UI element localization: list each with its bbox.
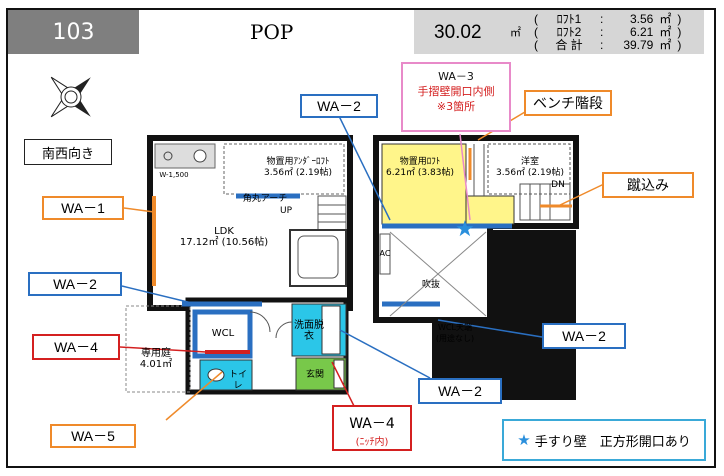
breakdown-label: 合 計 bbox=[555, 38, 583, 52]
unit-number: 103 bbox=[8, 10, 139, 54]
breakdown-unit: ㎡ bbox=[659, 25, 672, 39]
callout-kick: 蹴込み bbox=[602, 172, 694, 198]
breakdown-value: 39.79 bbox=[623, 38, 654, 52]
wa3-line2: ※3箇所 bbox=[436, 100, 476, 113]
up-label: UP bbox=[279, 206, 292, 216]
callout-wa2-left: WA－2 bbox=[28, 272, 122, 296]
compass-icon bbox=[50, 76, 91, 118]
star-icon: ★ bbox=[517, 431, 531, 449]
breakdown-unit: ㎡ bbox=[659, 12, 672, 26]
callout-wa1: WA－1 bbox=[42, 196, 124, 220]
wa4-bottom-title: WA－4 bbox=[349, 416, 395, 432]
callout-wa5: WA－5 bbox=[50, 424, 136, 448]
breakdown-label: ﾛﾌﾄ2 bbox=[556, 25, 582, 39]
breakdown-unit: ㎡ bbox=[659, 38, 672, 52]
ac-label: AC bbox=[379, 249, 391, 258]
wcl-label: WCL bbox=[211, 328, 235, 339]
svg-text:★: ★ bbox=[455, 217, 475, 242]
legend: ★ 手すり壁 正方形開口あり bbox=[502, 419, 706, 461]
private-garden: 専用庭 4.01㎡ bbox=[130, 348, 182, 370]
room-name: 専用庭 bbox=[141, 348, 171, 359]
room-name: 物置用ﾛﾌﾄ bbox=[399, 157, 441, 167]
wa3-title: WA－3 bbox=[438, 70, 474, 83]
atrium-label: 吹抜 bbox=[421, 280, 440, 290]
room-area: 3.56㎡ (2.19帖) bbox=[264, 168, 332, 178]
plan-frame bbox=[6, 8, 716, 468]
area-unit: ㎡ bbox=[510, 27, 521, 39]
room-name: LDK bbox=[214, 226, 234, 237]
room-name: 洋室 bbox=[520, 157, 539, 167]
callout-bench-stairs: ベンチ階段 bbox=[524, 90, 612, 116]
callout-wa4-left: WA－4 bbox=[32, 334, 120, 360]
callout-wa2-right: WA－2 bbox=[542, 323, 626, 349]
western-room: 洋室 3.56㎡ (2.19帖) bbox=[490, 157, 570, 179]
callout-wa3: WA－3 手摺壁開口内側 ※3箇所 bbox=[401, 62, 511, 132]
callout-wa2-bottom: WA－2 bbox=[418, 378, 502, 404]
toilet-label: トイレ bbox=[228, 370, 247, 391]
storage-loft: 物置用ﾛﾌﾄ 6.21㎡ (3.83帖) bbox=[380, 157, 460, 179]
room-area: 4.01㎡ bbox=[139, 359, 173, 370]
orientation-label: 南西向き bbox=[24, 139, 112, 165]
corner-arch-label: 角丸アーチ bbox=[242, 194, 288, 204]
plan-name: POP bbox=[250, 20, 294, 44]
storage-under-loft: 物置用ｱﾝﾀﾞｰﾛﾌﾄ 3.56㎡ (2.19帖) bbox=[258, 157, 338, 179]
wm-label: W-1,500 bbox=[159, 171, 189, 179]
breakdown-label: ﾛﾌﾄ1 bbox=[556, 12, 582, 26]
room-area: 6.21㎡ (3.83帖) bbox=[386, 168, 454, 178]
wcl-atrium-label: WCL天端 (用途なし) bbox=[435, 323, 475, 343]
room-area: 3.56㎡ (2.19帖) bbox=[496, 168, 564, 178]
ldk-room: LDK 17.12㎡ (10.56帖) bbox=[176, 226, 272, 248]
breakdown-value: 6.21 bbox=[629, 25, 654, 39]
dn-label: DN bbox=[551, 180, 565, 190]
room-area: 17.12㎡ (10.56帖) bbox=[179, 237, 269, 248]
wa4-bottom-sub: (ﾆｯﾁ内) bbox=[355, 437, 389, 448]
washroom-label: 洗面脱衣 bbox=[294, 320, 324, 342]
breakdown-value: 3.56 bbox=[629, 12, 654, 26]
total-area: 30.02 bbox=[434, 22, 482, 43]
room-name: 物置用ｱﾝﾀﾞｰﾛﾌﾄ bbox=[266, 157, 330, 167]
callout-wa2-top: WA－2 bbox=[300, 94, 378, 118]
legend-text: 手すり壁 正方形開口あり bbox=[534, 434, 691, 450]
entrance-label: 玄関 bbox=[305, 370, 324, 380]
wa3-line1: 手摺壁開口内側 bbox=[417, 85, 495, 98]
callout-wa4-bottom: WA－4 (ﾆｯﾁ内) bbox=[332, 405, 412, 451]
